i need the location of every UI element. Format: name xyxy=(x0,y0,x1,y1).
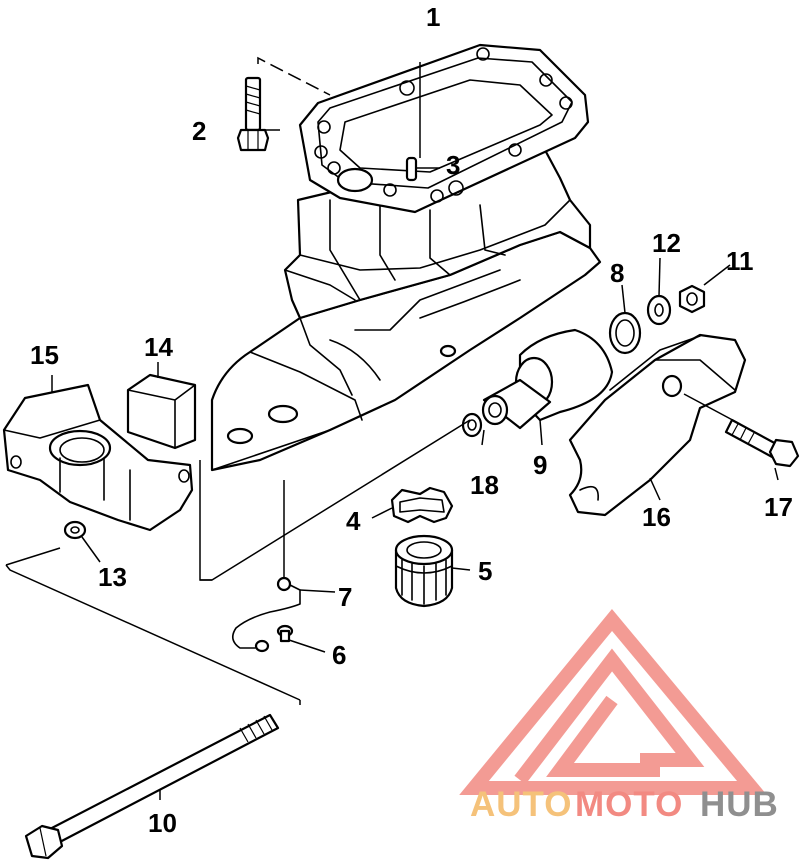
watermark-word-moto: MOTO xyxy=(575,785,683,824)
callout-8: 8 xyxy=(610,258,624,288)
watermark-m-stroke xyxy=(514,648,705,785)
callout-5: 5 xyxy=(478,556,492,586)
housing-hole-mid xyxy=(267,404,299,424)
housing-hole-small xyxy=(439,344,457,358)
assembly-lines xyxy=(5,56,779,800)
housing-top-flange xyxy=(298,43,590,214)
watermark-logo xyxy=(459,609,767,795)
watermark-word-hub: HUB xyxy=(700,785,779,824)
part-15-steering-bracket xyxy=(2,383,194,532)
callout-10: 10 xyxy=(148,808,177,838)
part-11-nut xyxy=(678,284,706,314)
callout-6: 6 xyxy=(332,640,346,670)
part-9-rubber-mount xyxy=(481,328,614,430)
callout-18: 18 xyxy=(470,470,499,500)
part-18-washer xyxy=(461,412,483,438)
callout-7: 7 xyxy=(338,582,352,612)
part-6-screw xyxy=(276,624,294,643)
watermark-word-auto: AUTO xyxy=(470,785,573,824)
callout-labels: 1 2 3 4 5 6 7 8 9 10 11 12 13 14 15 16 1… xyxy=(30,2,793,838)
housing-hole-left xyxy=(226,427,254,445)
part-2-bolt xyxy=(236,76,270,152)
part-8-washer xyxy=(608,311,642,355)
watermark-triangle-outer xyxy=(459,609,767,795)
callout-13: 13 xyxy=(98,562,127,592)
watermark-g-stroke xyxy=(546,695,660,777)
callout-17: 17 xyxy=(764,492,793,522)
callout-3: 3 xyxy=(446,150,460,180)
part-5-bearing xyxy=(394,534,454,608)
part-14-rubber-block xyxy=(126,373,197,450)
part-16-mount-cover xyxy=(568,333,747,517)
part-4-gasket xyxy=(390,486,454,524)
part-17-bolt xyxy=(724,418,800,468)
callout-14: 14 xyxy=(144,332,173,362)
part-10-through-bolt xyxy=(24,713,280,860)
part-13-washer xyxy=(63,520,87,540)
part-1-housing xyxy=(210,43,602,472)
callout-16: 16 xyxy=(642,502,671,532)
part-12-washer xyxy=(646,294,672,326)
callout-4: 4 xyxy=(346,506,361,536)
callout-15: 15 xyxy=(30,340,59,370)
callout-12: 12 xyxy=(652,228,681,258)
callout-11: 11 xyxy=(726,246,754,276)
part-3-dowel-pin xyxy=(405,156,418,182)
callout-9: 9 xyxy=(533,450,547,480)
callout-2: 2 xyxy=(192,116,206,146)
callout-1: 1 xyxy=(426,2,440,32)
housing-flange-port xyxy=(336,167,374,193)
